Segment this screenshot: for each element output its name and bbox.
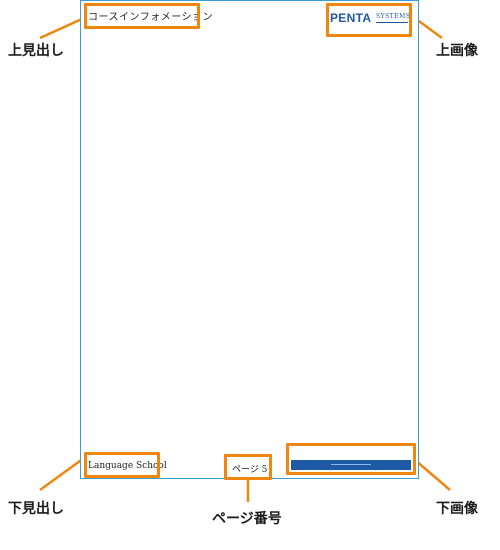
annotation-footer-title: 下見出し <box>8 501 64 517</box>
footer-text: Language School <box>88 461 167 471</box>
callout-header-title-box <box>84 3 200 29</box>
footer-image <box>291 460 411 470</box>
logo-underline <box>376 22 408 23</box>
header-text: コースインフォメーション <box>88 12 213 23</box>
logo-brand: PENTA <box>330 11 372 25</box>
logo-sub: SYSTEMS <box>376 13 411 20</box>
annotation-header-image: 上画像 <box>436 43 478 59</box>
page-number: ページ 5 <box>232 465 268 475</box>
annotation-header-title: 上見出し <box>8 43 64 59</box>
callout-page-number-box <box>224 454 272 480</box>
annotation-page-number: ページ番号 <box>212 511 282 527</box>
header-logo: PENTA SYSTEMS <box>330 10 410 28</box>
callout-header-image-box <box>326 3 412 37</box>
callout-footer-image-box <box>286 443 416 475</box>
document-page <box>80 0 419 479</box>
callout-footer-title-box <box>84 452 160 478</box>
annotation-footer-image: 下画像 <box>436 501 478 517</box>
footer-image-text-line <box>331 464 371 465</box>
